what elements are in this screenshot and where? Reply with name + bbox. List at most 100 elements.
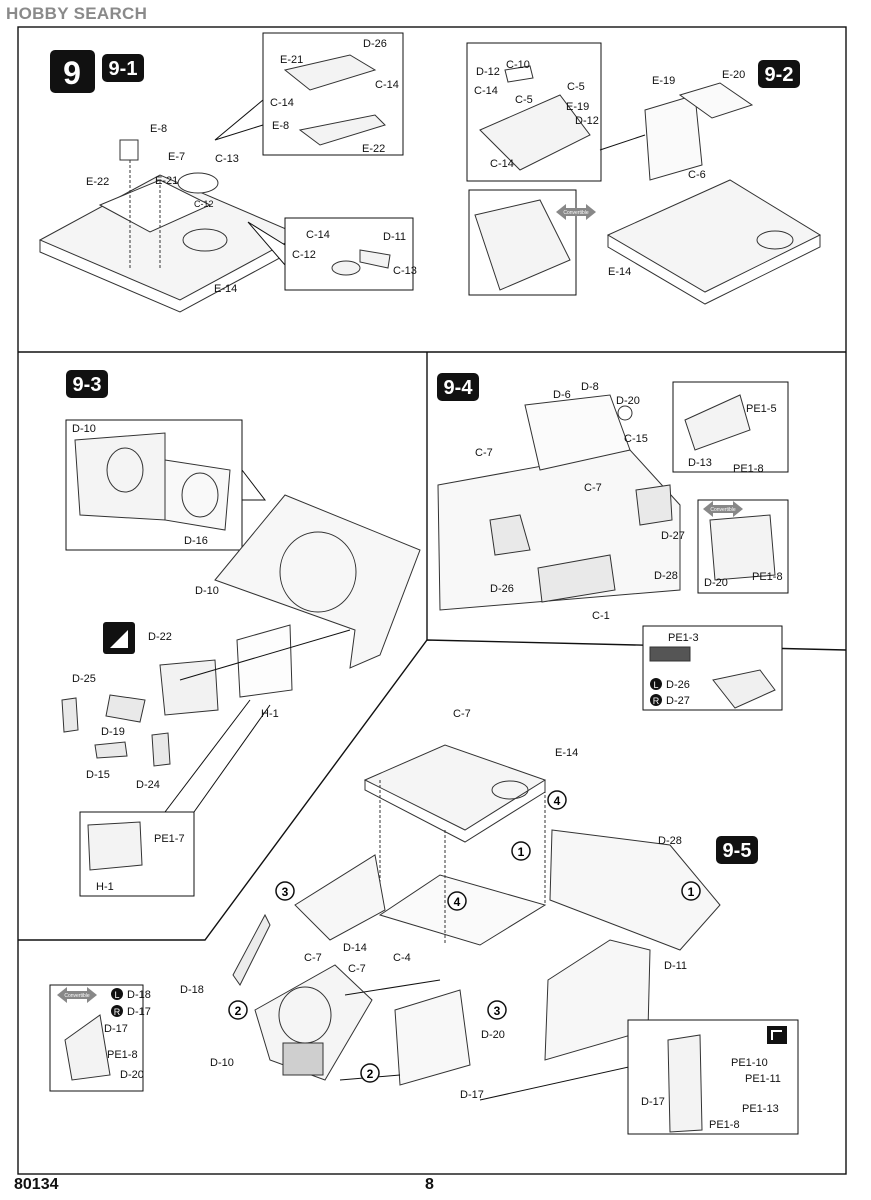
alt-hatch-view [474,199,571,291]
legend-lr-9-5: L R [111,988,123,1017]
label: C-10 [506,59,530,71]
drawing-9-5 [49,744,799,1135]
label: PE1-13 [742,1103,779,1115]
convertible-badge-9-4: Convertible [703,501,743,517]
callout-number: 1 [688,885,695,899]
label: D-22 [148,631,172,643]
label: D-14 [343,942,367,954]
inset-alt-detail [709,514,776,581]
callouts: 1 2 3 4 1 1 2 3 2 3 4 [228,790,701,1083]
watermark-logo: HOBBY SEARCH [6,4,147,24]
assembly-arrow [344,979,441,996]
part-e8 [119,139,139,161]
callout-number: 3 [282,885,289,899]
labels-9-5: C-7 E-14 D-28 D-14 C-4 D-11 D-18 C-7 C-7… [104,708,781,1131]
step-9-2-label: 9-2 [765,64,794,86]
label: C-7 [584,482,602,494]
label: C-7 [453,708,471,720]
label: C-14 [270,97,294,109]
label: D-13 [688,457,712,469]
label: C-1 [592,610,610,622]
part-d27 [635,484,673,526]
divider-diagonal [18,639,847,941]
pe-fitted-part [712,669,776,709]
pe-mesh [649,646,691,662]
deck-edge-9-2 [607,235,821,305]
inset-pe-plate [667,1034,703,1133]
inset-pointer [247,221,286,267]
label: E-19 [652,75,675,87]
label: D-8 [581,381,599,393]
label: PE1-5 [746,403,777,415]
label: C-13 [393,265,417,277]
callout-number: 4 [554,794,561,808]
labels-9-3: D-10 D-16 D-10 D-22 H-1 D-25 D-19 D-15 D… [72,423,279,893]
step-badge-9-1: 9-1 [102,54,144,82]
drawing-9-2 [466,42,822,305]
hatch-frame [98,179,212,233]
step-badge-9-5: 9-5 [716,836,758,864]
part-d19 [105,694,146,723]
inset-detail [684,394,751,451]
label: C-12 [292,249,316,261]
part-d6 [524,394,631,471]
label: D-20 [481,1029,505,1041]
label: E-14 [555,747,578,759]
inset-pointer [241,468,267,501]
label: E-8 [150,123,167,135]
inset-pointer-line [193,704,271,813]
part-c12 [331,260,361,276]
callout-number: 3 [494,1004,501,1018]
convertible-text: Convertible [563,210,589,216]
label: D-12 [476,66,500,78]
callout-circle: 2 [360,1063,380,1083]
bend-icon-9-5 [767,1026,787,1044]
panel-hatch [279,531,357,613]
part-d22 [159,659,219,716]
step-badge-9-3: 9-3 [66,370,108,398]
label: E-22 [362,143,385,155]
part-d18 [232,913,271,986]
label: C-12 [194,199,214,209]
drawing-9-3 [61,419,421,897]
label: D-18 [180,984,204,996]
leader [599,134,646,151]
label: C-14 [306,229,330,241]
callout-circle: 4 [447,891,467,911]
label: D-17 [127,1006,151,1018]
convertible-text: Convertible [710,507,736,513]
callout-circle: 1 [681,881,701,901]
part-d25 [61,697,79,733]
label: D-16 [184,535,208,547]
panel-d11 [544,939,651,1061]
label: D-28 [658,835,682,847]
label: D-26 [490,583,514,595]
label: E-22 [86,176,109,188]
part-d26 [489,514,531,556]
callout-number: 4 [454,895,461,909]
label: D-26 [666,679,690,691]
convertible-badge-9-2: Convertible [556,204,596,220]
label: H-1 [261,708,279,720]
label: D-18 [127,989,151,1001]
label: C-4 [393,952,411,964]
label: C-15 [624,433,648,445]
label: D-28 [654,570,678,582]
label: D-24 [136,779,160,791]
inset-plate-d16 [164,459,231,531]
panel-d10-vision-block [282,1042,324,1076]
label: E-14 [214,283,237,295]
labels-9-1: D-26 E-21 C-14 C-14 E-8 E-22 E-8 E-7 C-1… [86,38,417,295]
callout-circle: 3 [487,1000,507,1020]
callout-circle: 1 [511,841,531,861]
roof-e14 [363,744,547,831]
panel-d17 [394,989,471,1086]
label: PE1-8 [709,1119,740,1131]
part-e19-plate [644,94,703,181]
label: D-20 [616,395,640,407]
step-9-3-label: 9-3 [73,374,102,396]
deck-hatch [182,228,228,252]
inset-pointer [214,98,264,141]
legend-left: L [653,680,658,690]
